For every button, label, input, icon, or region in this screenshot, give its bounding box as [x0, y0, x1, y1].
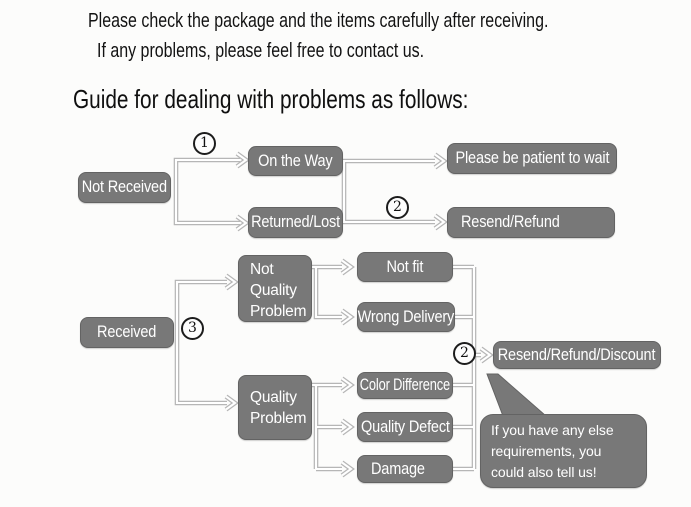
arrowhead-icon	[341, 377, 353, 393]
node-on-the-way: On the Way	[248, 146, 343, 176]
arrowhead-icon	[225, 395, 237, 411]
node-damage: Damage	[357, 455, 453, 483]
arrowhead-icon	[341, 309, 353, 325]
step-2-badge: 2	[386, 196, 409, 219]
node-wrong-delivery: Wrong Delivery	[357, 302, 455, 332]
node-not-received: Not Received	[78, 172, 171, 203]
arrowhead-icon	[341, 419, 353, 435]
connector-line	[174, 158, 240, 225]
intro-line-2: If any problems, please feel free to con…	[97, 39, 425, 62]
node-color-difference: Color Difference	[357, 372, 453, 399]
connector-line	[174, 279, 227, 406]
bubble-tail	[486, 373, 548, 417]
arrowhead-icon	[341, 259, 353, 275]
connector-line	[175, 280, 227, 405]
node-resend-refund-discount: Resend/Refund/Discount	[493, 341, 661, 369]
connector-line	[314, 267, 342, 319]
note-bubble: If you have any else requirements, you c…	[480, 414, 647, 488]
connector-line	[342, 159, 435, 224]
intro-line-1: Please check the package and the items c…	[88, 9, 549, 32]
arrowhead-icon	[236, 152, 248, 168]
node-not-quality-problem: Not Quality Problem	[238, 255, 312, 322]
arrowhead-icon	[480, 347, 492, 363]
note-bubble-text: If you have any else requirements, you c…	[491, 421, 614, 480]
page-title: Guide for dealing with problems as follo…	[73, 84, 469, 114]
arrowhead-icon	[225, 274, 237, 290]
arrowhead-icon	[434, 153, 446, 169]
step-3-badge: 3	[181, 317, 204, 340]
node-resend-refund: Resend/Refund	[447, 207, 615, 238]
node-returned-lost: Returned/Lost	[248, 207, 343, 238]
node-not-fit: Not fit	[357, 252, 453, 282]
step-1-badge: 1	[193, 132, 216, 155]
arrowhead-icon	[434, 214, 446, 230]
connector-line	[173, 157, 240, 226]
step-2-badge-discount: 2	[453, 342, 476, 365]
node-quality-defect: Quality Defect	[357, 412, 453, 442]
arrowhead-icon	[341, 461, 353, 477]
connector-line	[313, 267, 342, 320]
node-be-patient: Please be patient to wait	[447, 143, 617, 174]
arrowhead-icon	[236, 215, 248, 231]
node-quality-problem: Quality Problem	[238, 375, 312, 440]
node-received: Received	[80, 317, 174, 348]
